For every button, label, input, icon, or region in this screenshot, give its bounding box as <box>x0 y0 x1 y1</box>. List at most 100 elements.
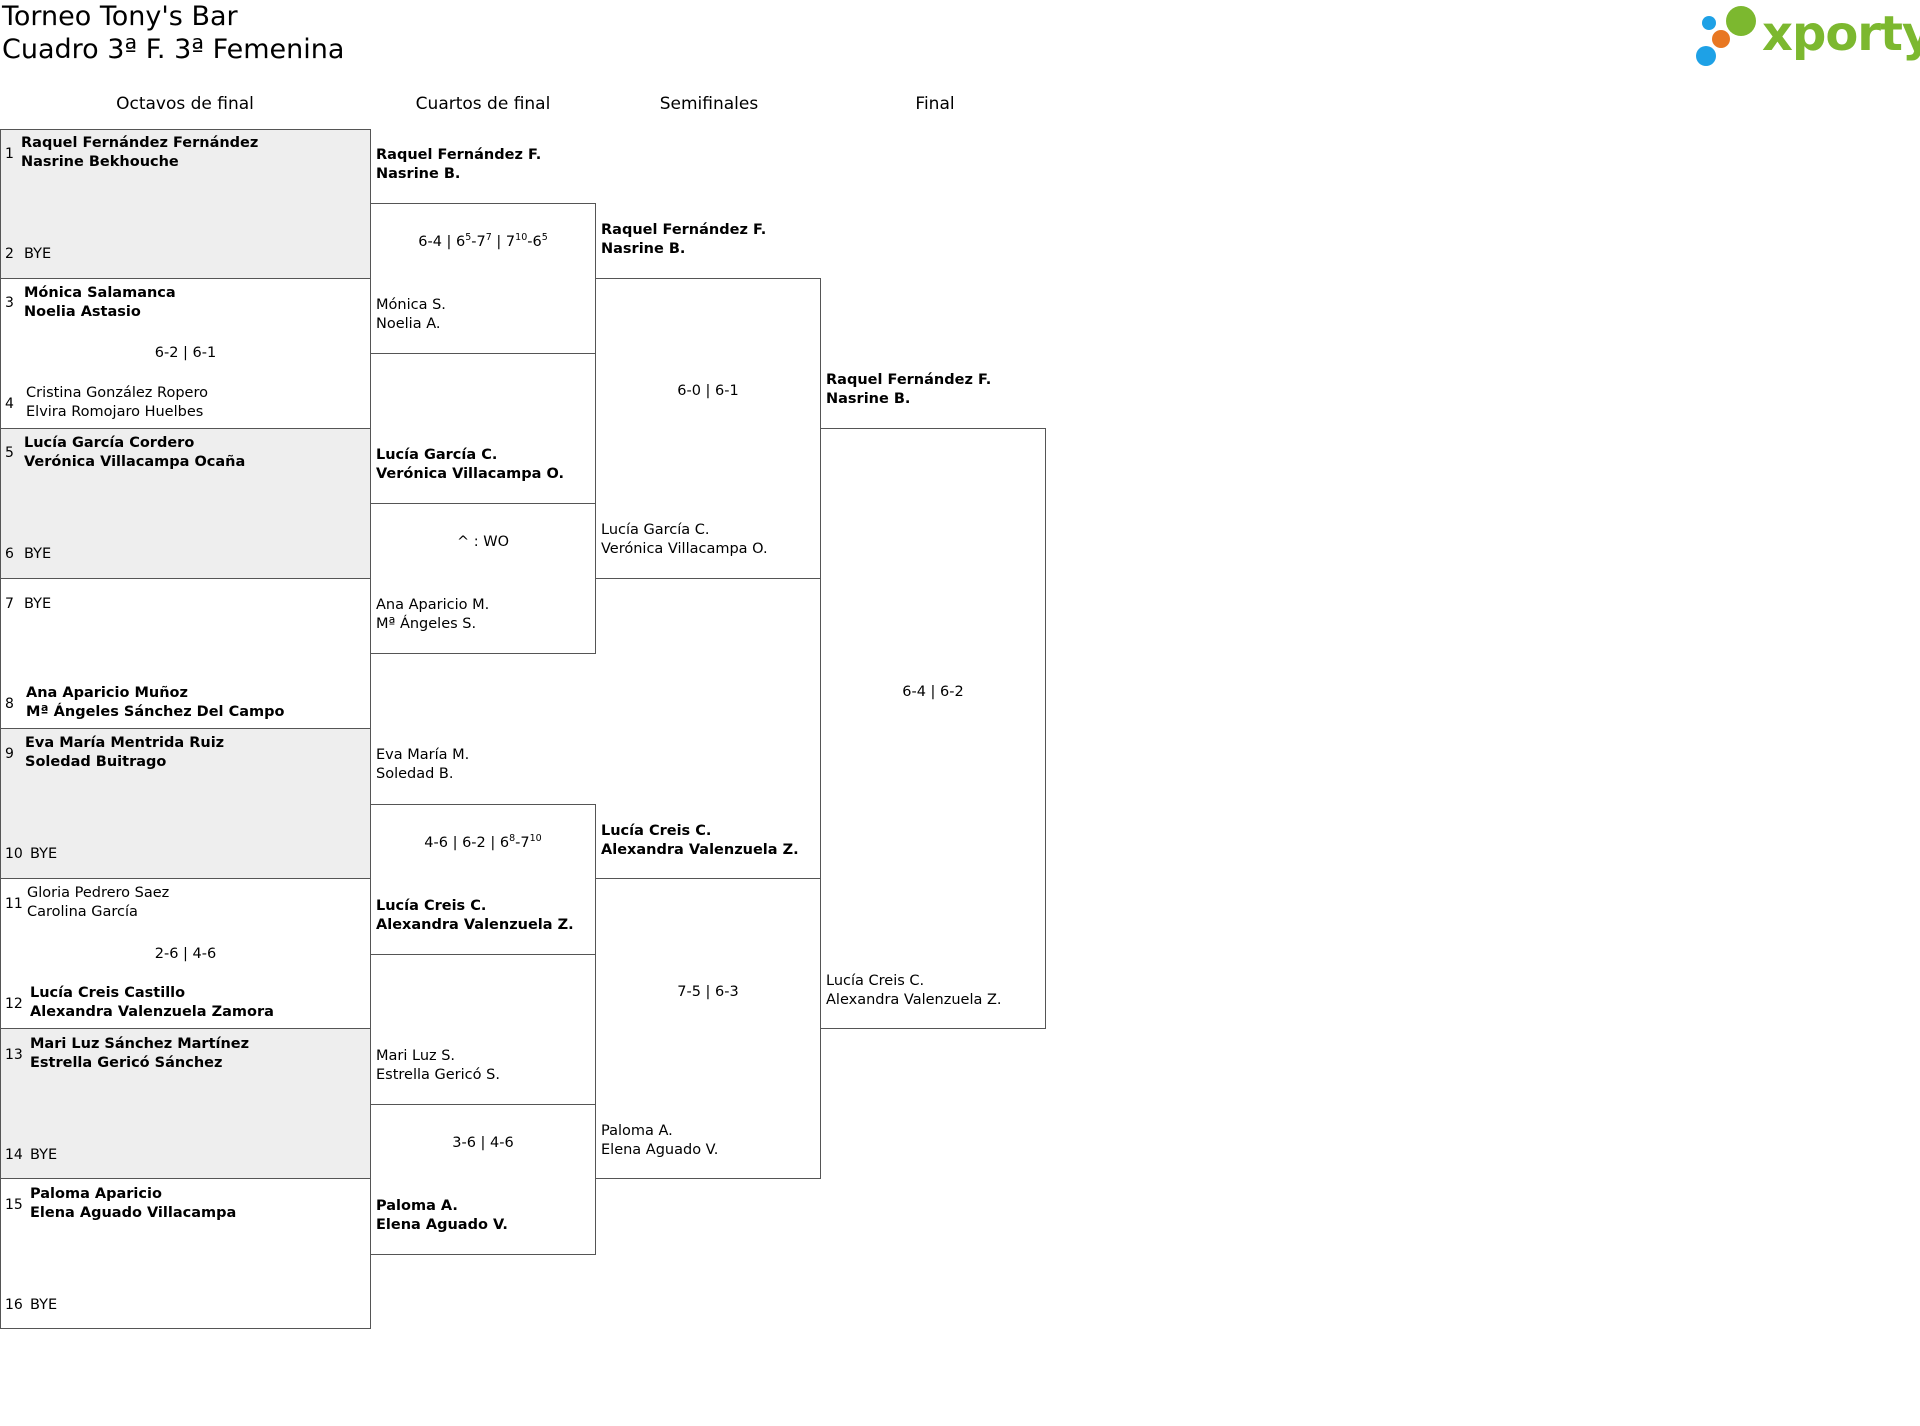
player-name: Cristina González Ropero <box>26 385 208 401</box>
player-name: Ana Aparicio M. <box>376 597 490 613</box>
qf-match-3-team-b: Lucía Creis C. Alexandra Valenzuela Z. <box>376 897 574 935</box>
tiebreak-score: 5 <box>465 232 472 243</box>
player-name: Nasrine B. <box>376 166 461 182</box>
player-name: Lucía García C. <box>376 447 498 463</box>
score-part: 6-4 | 6 <box>418 234 466 250</box>
logo-text: xporty <box>1762 6 1920 62</box>
final-team-b: Lucía Creis C. Alexandra Valenzuela Z. <box>826 972 1002 1010</box>
seed-number: 8 <box>5 696 14 712</box>
xporty-logo: xporty <box>1696 4 1920 68</box>
seed-number: 2 <box>5 246 14 262</box>
qf-match-2-score: ^ : WO <box>456 534 509 550</box>
player-name: Verónica Villacampa O. <box>601 541 768 557</box>
player-name: Elena Aguado V. <box>601 1142 719 1158</box>
qf-match-2-team-b: Ana Aparicio M. Mª Ángeles S. <box>376 596 489 634</box>
seed-number: 10 <box>5 846 23 862</box>
round-header-qf: Cuartos de final <box>415 94 551 114</box>
round-header-sf: Semifinales <box>659 94 759 114</box>
r16-match-5 <box>0 728 371 879</box>
r16-match-6-team-b: Lucía Creis Castillo Alexandra Valenzuel… <box>30 984 274 1022</box>
score-part: 4-6 | 6-2 | 6 <box>424 835 510 851</box>
r16-match-4-team-b: Ana Aparicio Muñoz Mª Ángeles Sánchez De… <box>26 684 284 722</box>
r16-match-5-team-a: Eva María Mentrida Ruiz Soledad Buitrago <box>25 734 224 772</box>
player-name: Alexandra Valenzuela Zamora <box>30 1004 274 1020</box>
player-name: Lucía Creis Castillo <box>30 985 186 1001</box>
score-part: -7 <box>515 835 530 851</box>
seed-number: 13 <box>5 1047 23 1063</box>
seed-number: 15 <box>5 1197 23 1213</box>
r16-match-3 <box>0 428 371 579</box>
r16-match-7-team-a: Mari Luz Sánchez Martínez Estrella Geric… <box>30 1035 249 1073</box>
seed-number: 4 <box>5 396 14 412</box>
tiebreak-score: 10 <box>529 833 542 844</box>
tiebreak-score: 8 <box>509 833 516 844</box>
player-name: Verónica Villacampa O. <box>376 466 564 482</box>
score-part: | 7 <box>491 234 516 250</box>
qf-match-3-score: 4-6 | 6-2 | 68-710 <box>370 834 596 852</box>
seed-number: 7 <box>5 596 14 612</box>
final-team-a: Raquel Fernández F. Nasrine B. <box>826 371 991 409</box>
bye-label: BYE <box>30 1297 58 1313</box>
player-name: Soledad B. <box>376 766 454 782</box>
player-name: Carolina García <box>27 904 138 920</box>
qf-match-1-team-b: Mónica S. Noelia A. <box>376 296 446 334</box>
player-name: Raquel Fernández F. <box>376 147 542 163</box>
player-name: Estrella Gericó S. <box>376 1067 500 1083</box>
player-name: Nasrine B. <box>826 391 911 407</box>
bye-label: BYE <box>24 246 52 262</box>
bye-label: BYE <box>30 1147 58 1163</box>
bye-label: BYE <box>24 546 52 562</box>
sf-match-2-team-b: Paloma A. Elena Aguado V. <box>601 1122 718 1160</box>
seed-number: 12 <box>5 996 23 1012</box>
player-name: Eva María Mentrida Ruiz <box>25 735 225 751</box>
bye-label: BYE <box>30 846 58 862</box>
r16-match-2-team-b: Cristina González Ropero Elvira Romojaro… <box>26 384 208 422</box>
player-name: Elena Aguado Villacampa <box>30 1205 237 1221</box>
round-header-r16: Octavos de final <box>116 94 254 114</box>
player-name: Noelia A. <box>376 316 441 332</box>
player-name: Raquel Fernández Fernández <box>21 135 259 151</box>
player-name: Mónica S. <box>376 297 446 313</box>
qf-match-1-score: 6-4 | 65-77 | 710-65 <box>370 233 596 251</box>
sf-match-1-team-a: Raquel Fernández F. Nasrine B. <box>601 221 766 259</box>
seed-number: 11 <box>5 896 23 912</box>
seed-number: 5 <box>5 445 14 461</box>
r16-match-6-team-a: Gloria Pedrero Saez Carolina García <box>27 884 169 922</box>
sf-match-1-score: 6-0 | 6-1 <box>677 383 739 399</box>
player-name: Elena Aguado V. <box>376 1217 508 1233</box>
tiebreak-score: 5 <box>541 232 548 243</box>
player-name: Alexandra Valenzuela Z. <box>376 917 574 933</box>
player-name: Lucía García C. <box>601 522 710 538</box>
qf-match-4-score: 3-6 | 4-6 <box>452 1135 514 1151</box>
player-name: Mari Luz Sánchez Martínez <box>30 1036 250 1052</box>
player-name: Paloma A. <box>376 1198 458 1214</box>
player-name: Lucía Creis C. <box>601 823 712 839</box>
player-name: Raquel Fernández F. <box>601 222 767 238</box>
player-name: Noelia Astasio <box>24 304 141 320</box>
seed-number: 16 <box>5 1297 23 1313</box>
player-name: Estrella Gericó Sánchez <box>30 1055 223 1071</box>
seed-number: 1 <box>5 146 14 162</box>
qf-match-4-team-a: Mari Luz S. Estrella Gericó S. <box>376 1047 500 1085</box>
r16-match-1 <box>0 129 371 279</box>
tiebreak-score: 7 <box>485 232 492 243</box>
player-name: Eva María M. <box>376 747 470 763</box>
player-name: Lucía García Cordero <box>24 435 195 451</box>
qf-match-4-team-b: Paloma A. Elena Aguado V. <box>376 1197 508 1235</box>
qf-match-2-team-a: Lucía García C. Verónica Villacampa O. <box>376 446 564 484</box>
round-header-final: Final <box>915 94 955 114</box>
r16-match-8-team-a: Paloma Aparicio Elena Aguado Villacampa <box>30 1185 236 1223</box>
logo-blue-dot-icon <box>1696 46 1716 66</box>
qf-match-1-team-a: Raquel Fernández F. Nasrine B. <box>376 146 541 184</box>
tiebreak-score: 10 <box>515 232 528 243</box>
score-part: -6 <box>527 234 542 250</box>
seed-number: 9 <box>5 746 14 762</box>
player-name: Mª Ángeles S. <box>376 616 477 632</box>
player-name: Gloria Pedrero Saez <box>27 885 170 901</box>
player-name: Lucía Creis C. <box>376 898 487 914</box>
player-name: Mª Ángeles Sánchez Del Campo <box>26 704 285 720</box>
sf-match-1-team-b: Lucía García C. Verónica Villacampa O. <box>601 521 768 559</box>
logo-orange-dot-icon <box>1712 30 1730 48</box>
player-name: Raquel Fernández F. <box>826 372 992 388</box>
r16-match-6-score: 2-6 | 4-6 <box>154 946 217 962</box>
